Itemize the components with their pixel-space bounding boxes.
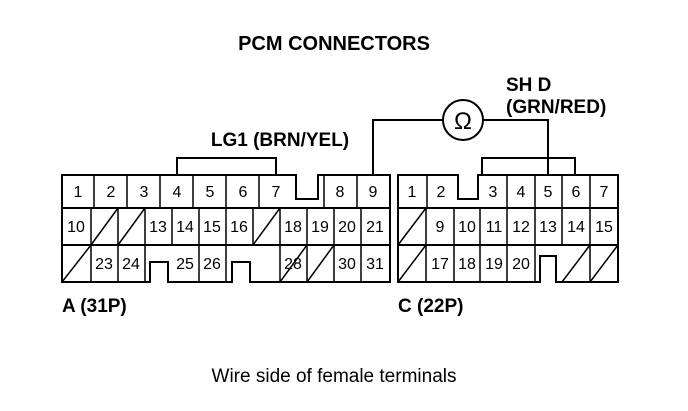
pin-c-2: 2 xyxy=(437,184,446,201)
pin-a-18: 18 xyxy=(284,219,302,236)
connector-a-row1-labels: 1 2 3 4 5 6 7 8 9 xyxy=(74,184,378,201)
connector-c-label: C (22P) xyxy=(398,296,463,317)
pin-a-4: 4 xyxy=(173,184,182,201)
pin-c-19: 19 xyxy=(485,256,503,273)
connector-a-label: A (31P) xyxy=(62,296,127,317)
ohm-symbol: Ω xyxy=(454,108,472,135)
shd-label-line2: (GRN/RED) xyxy=(506,97,606,118)
pin-c-14: 14 xyxy=(567,219,585,236)
pin-c-5: 5 xyxy=(544,184,553,201)
pin-c-20: 20 xyxy=(512,256,530,273)
wire-meter-to-c5 xyxy=(483,119,549,175)
connector-c-row2-labels: 9 10 11 12 13 14 15 xyxy=(436,219,613,236)
pin-a-6: 6 xyxy=(239,184,248,201)
pin-a-21: 21 xyxy=(366,219,384,236)
pin-c-12: 12 xyxy=(512,219,530,236)
pin-a-26: 26 xyxy=(203,256,221,273)
pin-a-2: 2 xyxy=(107,184,116,201)
connector-a-row2-labels: 10 13 14 15 16 18 19 20 21 xyxy=(67,219,384,236)
connector-a-row3-labels: 23 24 25 26 28 30 31 xyxy=(95,256,384,273)
pin-a-15: 15 xyxy=(203,219,221,236)
connector-c xyxy=(397,174,619,283)
pin-a-7: 7 xyxy=(272,184,281,201)
pin-a-13: 13 xyxy=(149,219,167,236)
ohmmeter-wires xyxy=(372,119,549,175)
shd-probe-bracket xyxy=(481,157,576,175)
pin-c-18: 18 xyxy=(458,256,476,273)
pin-c-9: 9 xyxy=(436,219,445,236)
pin-a-16: 16 xyxy=(230,219,248,236)
pin-a-10: 10 xyxy=(67,219,85,236)
ohmmeter-icon: Ω xyxy=(442,99,484,141)
connector-c-row3-labels: 17 18 19 20 xyxy=(431,256,530,273)
pin-a-14: 14 xyxy=(176,219,194,236)
pin-c-11: 11 xyxy=(486,219,503,236)
pin-c-10: 10 xyxy=(458,219,476,236)
pin-a-20: 20 xyxy=(338,219,356,236)
pin-c-1: 1 xyxy=(408,184,417,201)
pin-a-24: 24 xyxy=(122,256,140,273)
pin-c-15: 15 xyxy=(595,219,613,236)
diagram-caption: Wire side of female terminals xyxy=(212,366,457,387)
connector-a-outline xyxy=(61,174,391,283)
pin-a-23: 23 xyxy=(95,256,113,273)
lg1-probe-bracket xyxy=(176,157,277,175)
pin-c-7: 7 xyxy=(600,184,609,201)
pin-a-1: 1 xyxy=(74,184,83,201)
connector-a-pins xyxy=(61,175,362,283)
pin-c-17: 17 xyxy=(431,256,449,273)
pin-a-5: 5 xyxy=(206,184,215,201)
connector-c-row1-labels: 1 2 3 4 5 6 7 xyxy=(408,184,609,201)
pin-a-31: 31 xyxy=(366,256,384,273)
shd-label-line1: SH D xyxy=(506,75,551,96)
pin-c-4: 4 xyxy=(517,184,526,201)
pin-c-3: 3 xyxy=(489,184,498,201)
pin-a-28: 28 xyxy=(284,256,302,273)
pin-a-8: 8 xyxy=(336,184,345,201)
pin-a-25: 25 xyxy=(176,256,194,273)
diagram-title: PCM CONNECTORS xyxy=(238,33,430,55)
lg1-label: LG1 (BRN/YEL) xyxy=(211,130,349,151)
pin-c-13: 13 xyxy=(539,219,557,236)
connector-c-pins xyxy=(397,175,619,283)
pin-a-30: 30 xyxy=(338,256,356,273)
pin-a-9: 9 xyxy=(369,184,378,201)
connector-c-outline xyxy=(397,174,619,283)
pin-a-3: 3 xyxy=(140,184,149,201)
pin-c-6: 6 xyxy=(572,184,581,201)
pin-a-19: 19 xyxy=(311,219,329,236)
wire-a9-to-meter xyxy=(372,119,443,175)
